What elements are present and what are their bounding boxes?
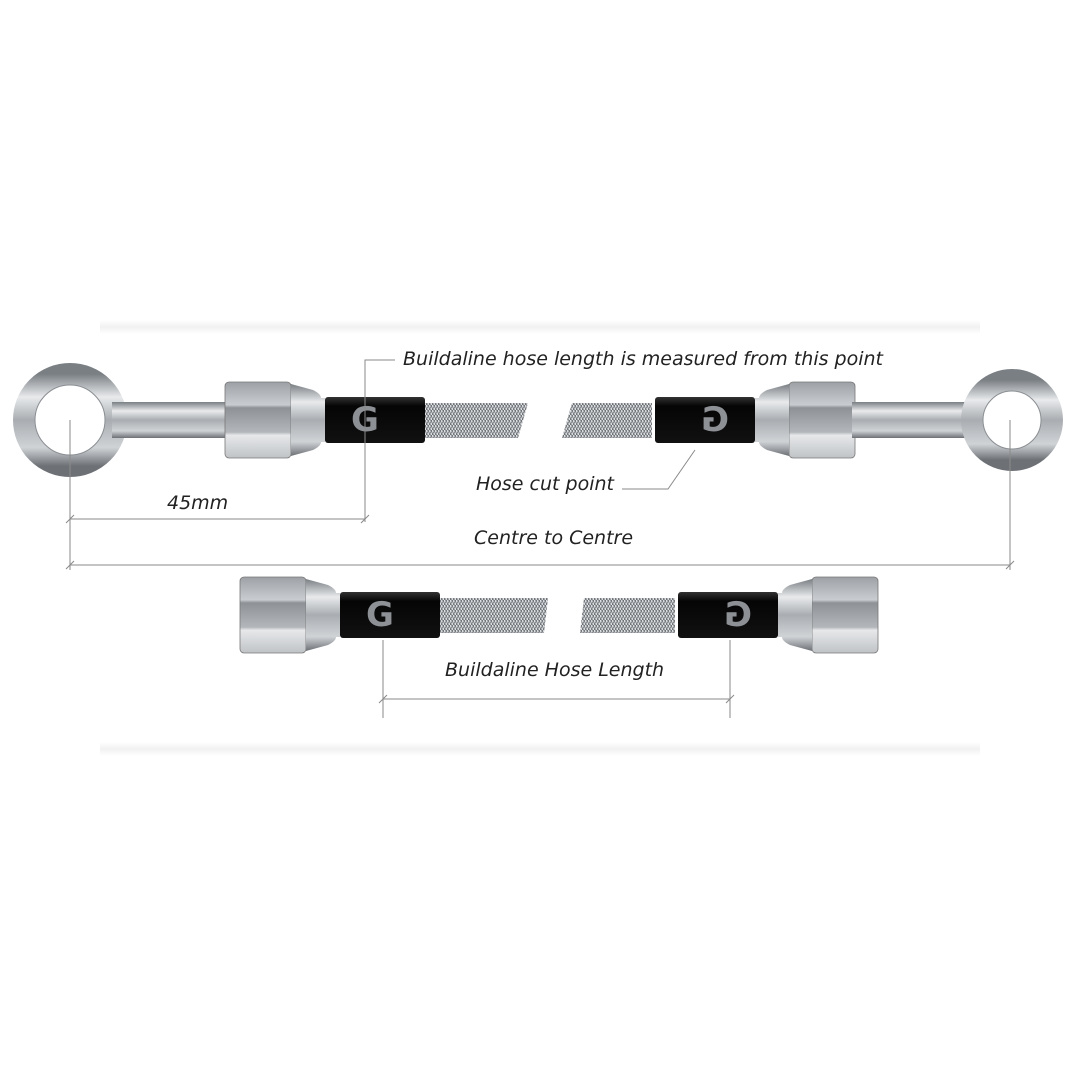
dimension-lines: [65, 359, 1015, 718]
shadow-band-top: [100, 320, 980, 334]
braided-hose-bottom-left: [440, 598, 548, 633]
fitting-offset-label: 45mm: [167, 492, 229, 514]
banjo-stem-left: [112, 402, 227, 438]
banjo-stem-right: [852, 402, 967, 438]
measure-point-label: Buildaline hose length is measured from …: [403, 348, 884, 370]
centre-to-centre-label: Centre to Centre: [474, 527, 634, 549]
fitting-top-left: [224, 381, 426, 459]
fitting-top-right: [654, 381, 856, 459]
braided-hose-bottom-right: [580, 598, 675, 633]
fitting-bottom-left: [239, 576, 441, 654]
hose-length-label: Buildaline Hose Length: [445, 659, 665, 681]
fitting-bottom-right: [677, 576, 879, 654]
shadow-band-bottom: [100, 742, 980, 756]
hose-cut-point-label: Hose cut point: [476, 473, 614, 495]
braided-hose-top-right: [562, 403, 652, 438]
braided-hose-top-left: [425, 403, 528, 438]
banjo-eye-right: [961, 369, 1063, 471]
